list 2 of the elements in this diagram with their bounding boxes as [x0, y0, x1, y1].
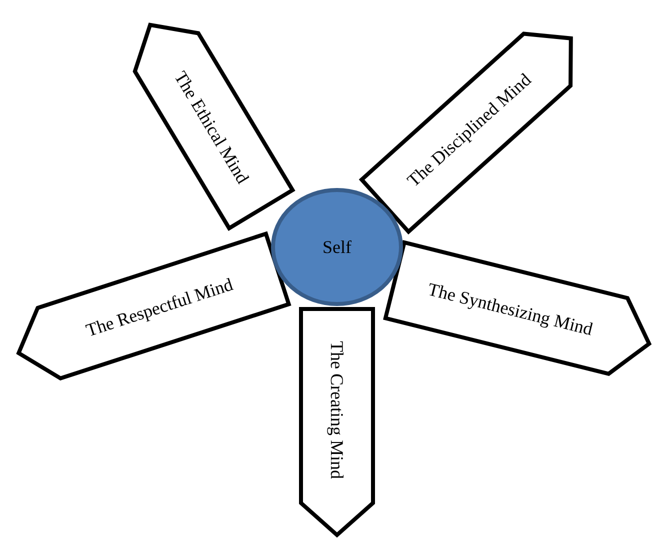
node-label: Self: [322, 236, 352, 258]
node-label: The Creating Mind: [326, 341, 348, 479]
